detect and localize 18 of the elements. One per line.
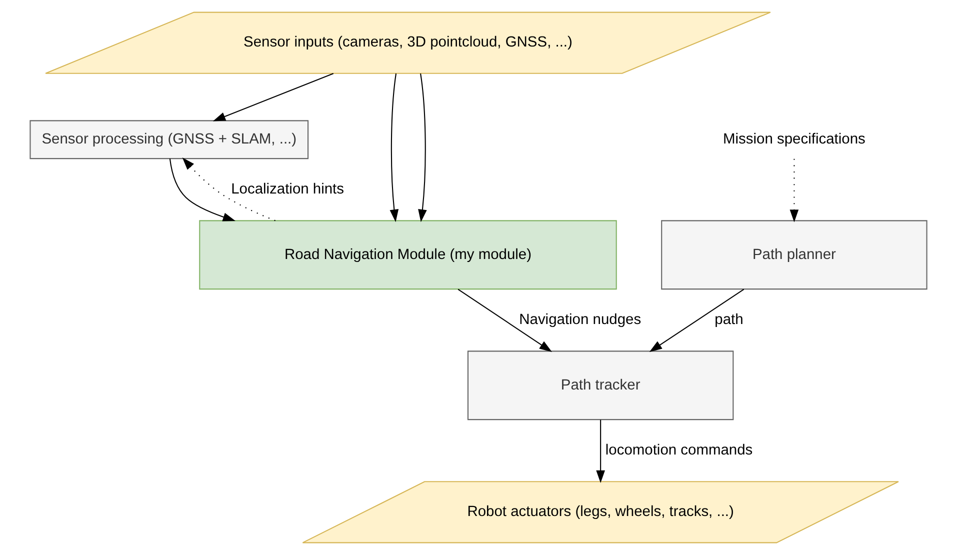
arrow — [790, 158, 799, 222]
arrow — [418, 73, 427, 222]
arrow — [596, 420, 605, 484]
arrow — [390, 73, 399, 222]
arrow — [169, 158, 236, 222]
arrow — [458, 288, 552, 352]
node-box: Path tracker — [467, 350, 734, 420]
node-box: Sensor processing (GNSS + SLAM, ...) — [30, 120, 309, 160]
edge-label: Localization hints — [231, 182, 344, 198]
arrow — [212, 72, 334, 122]
node-text: Mission specifications — [723, 132, 866, 148]
edge-label: path — [714, 312, 744, 328]
edge-label: locomotion commands — [605, 442, 753, 458]
arrow — [649, 288, 744, 352]
node-box: Path planner — [661, 220, 928, 290]
node-box: Road Navigation Module (my module) — [199, 220, 617, 290]
edge-label: Navigation nudges — [519, 312, 642, 328]
arrow — [182, 157, 276, 222]
